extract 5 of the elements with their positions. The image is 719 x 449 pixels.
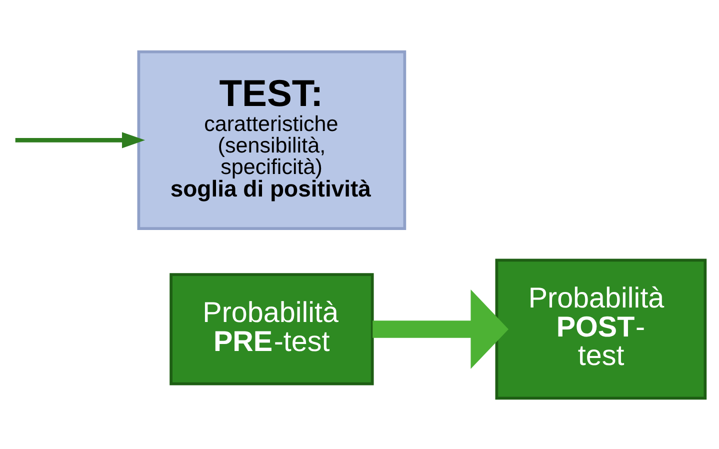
arrow — [15, 132, 146, 148]
node-box: Probabilità POST-test — [495, 258, 707, 400]
node-box: Probabilità PRE-test — [170, 272, 374, 385]
node-box: TEST: caratteristiche (sensibilità, specificità) soglia di positività — [137, 50, 406, 230]
arrow — [372, 289, 509, 368]
